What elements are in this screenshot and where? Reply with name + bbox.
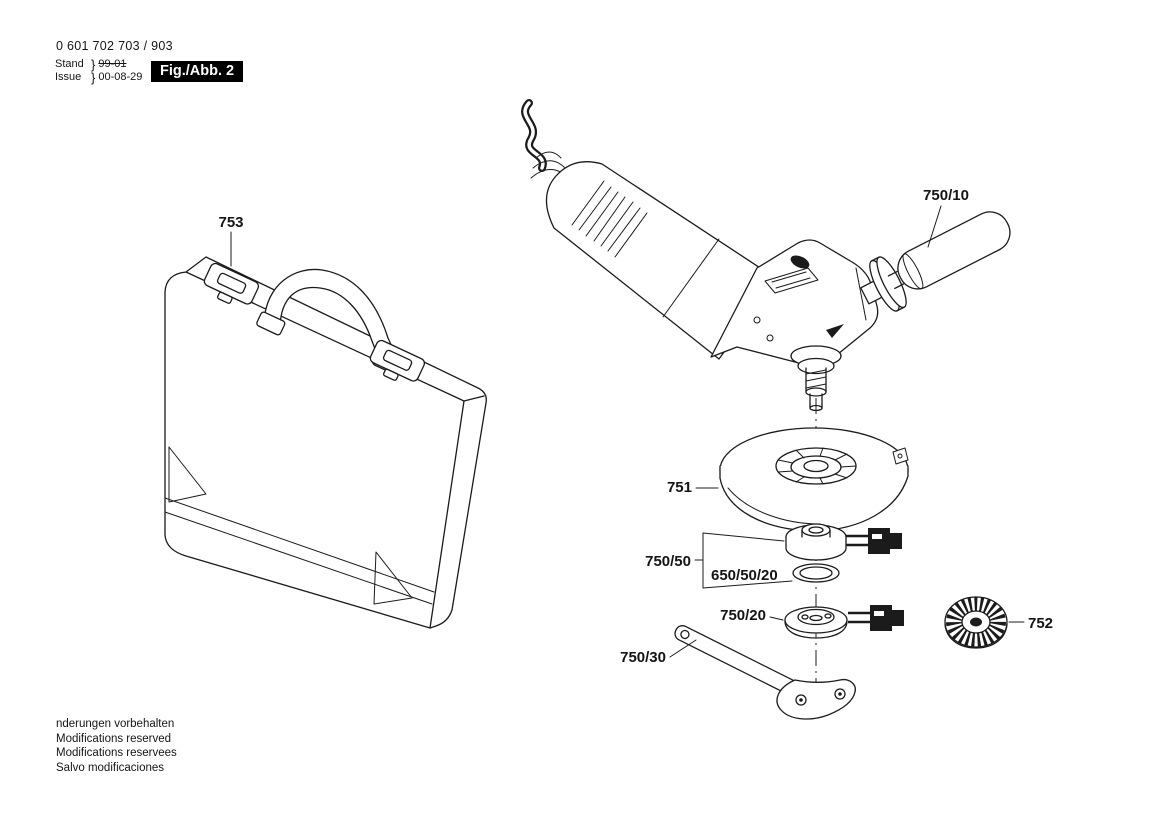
stand-brace: } bbox=[91, 57, 96, 72]
vent-slots bbox=[571, 180, 648, 258]
guard-skirt-line bbox=[727, 487, 821, 525]
head-face-crease bbox=[855, 267, 867, 321]
mounting-flange-drawing bbox=[785, 523, 847, 561]
guard-clamp-tab bbox=[892, 447, 909, 465]
footer-line-de: nderungen vorbehalten bbox=[56, 718, 175, 730]
gear-head bbox=[710, 239, 879, 412]
document-part-number: 0 601 702 703 / 903 bbox=[56, 39, 173, 53]
guard-collar bbox=[775, 447, 857, 485]
footer-line-es: Salvo modificaciones bbox=[56, 761, 165, 774]
name-plate bbox=[764, 267, 819, 294]
head-screw bbox=[766, 334, 774, 342]
retaining-clip-icon bbox=[846, 528, 902, 554]
stand-value: 99-01 bbox=[98, 58, 127, 70]
part-label-750-20: 750/20 bbox=[720, 607, 766, 624]
leader-line-750-10 bbox=[927, 205, 942, 248]
spindle-lock-button bbox=[790, 255, 810, 269]
revision-block: Stand } 99-01 Issue } 00-08-29 bbox=[55, 58, 142, 84]
part-label-752: 752 bbox=[1028, 615, 1053, 632]
part-labels: 753 750/10 751 750/50 650/50/20 750/20 7… bbox=[218, 187, 1053, 666]
modifications-reserved-block: nderungen vorbehalten Modifications rese… bbox=[56, 717, 177, 775]
retaining-clip-icon bbox=[848, 605, 904, 631]
rotation-arrow bbox=[826, 324, 844, 338]
figure-number-box: Fig./Abb. 2 bbox=[151, 61, 244, 82]
housing-seam bbox=[662, 238, 720, 318]
case-lid-seam bbox=[164, 497, 435, 605]
label-bracket bbox=[694, 532, 793, 589]
issue-row: Issue } 00-08-29 bbox=[55, 71, 142, 84]
issue-brace: } bbox=[91, 70, 96, 85]
footer-line-fr: Modifications reservees bbox=[56, 747, 177, 759]
side-handle-drawing bbox=[860, 211, 1011, 312]
o-ring-drawing bbox=[792, 563, 840, 583]
case-corner-rib-right bbox=[373, 551, 413, 605]
footer-line-en: Modifications reserved bbox=[56, 732, 172, 745]
case-right-crease bbox=[429, 400, 465, 629]
part-label-753: 753 bbox=[218, 214, 243, 231]
clamping-nut-drawing bbox=[784, 606, 848, 639]
guard-drawing bbox=[719, 427, 909, 532]
part-label-750-50: 750/50 bbox=[645, 553, 691, 570]
case-latch-left bbox=[203, 262, 260, 305]
issue-value: 00-08-29 bbox=[98, 71, 143, 83]
carrying-case-drawing bbox=[164, 256, 487, 629]
part-label-750-30: 750/30 bbox=[620, 649, 666, 666]
part-label-650-50-20: 650/50/20 bbox=[711, 567, 778, 584]
stand-row: Stand } 99-01 bbox=[55, 58, 142, 71]
motor-housing bbox=[545, 161, 778, 360]
quick-clamping-nut-drawing bbox=[944, 596, 1008, 649]
issue-label: Issue bbox=[55, 71, 82, 83]
pin-wrench-drawing bbox=[674, 625, 856, 720]
case-latch-right bbox=[369, 339, 426, 382]
power-cable bbox=[521, 99, 572, 181]
angle-grinder-drawing bbox=[521, 99, 1011, 412]
stand-label: Stand bbox=[55, 58, 84, 70]
case-corner-rib-left bbox=[168, 446, 207, 503]
part-label-750-10: 750/10 bbox=[923, 187, 969, 204]
knurled-rim bbox=[946, 596, 1006, 648]
part-label-751: 751 bbox=[667, 479, 692, 496]
leader-line-750-30 bbox=[669, 639, 697, 658]
head-screw bbox=[753, 316, 761, 324]
leader-line-750-20 bbox=[769, 616, 784, 621]
